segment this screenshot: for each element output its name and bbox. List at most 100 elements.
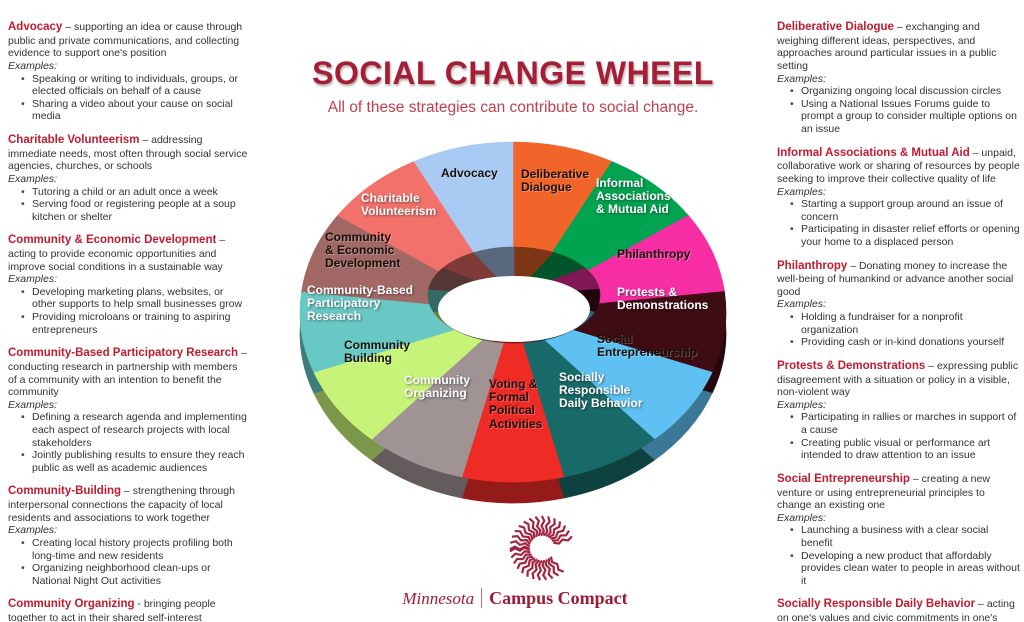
example-item: Holding a fundraiser for a nonprofit org… bbox=[788, 311, 1022, 336]
strategy-section: Charitable Volunteerism – addressing imm… bbox=[8, 134, 248, 223]
strategy-section: Community-Based Participatory Research –… bbox=[8, 347, 248, 474]
example-item: Speaking or writing to individuals, grou… bbox=[19, 73, 248, 98]
starburst-ray bbox=[521, 557, 536, 574]
examples-list: Organizing ongoing local discussion circ… bbox=[777, 85, 1022, 135]
section-description: – addressing immediate needs, most often… bbox=[8, 133, 248, 173]
starburst-ray bbox=[542, 516, 551, 537]
section-title: Community Organizing bbox=[8, 598, 135, 611]
examples-list: Speaking or writing to individuals, grou… bbox=[8, 73, 248, 123]
section-description: – exchanging and weighing different idea… bbox=[777, 21, 997, 72]
strategy-section: Philanthropy – Donating money to increas… bbox=[777, 260, 1022, 349]
right-strategies-column: Deliberative Dialogue – exchanging and w… bbox=[777, 21, 1022, 622]
page-title: SOCIAL CHANGE WHEEL bbox=[312, 55, 714, 92]
starburst-ray bbox=[512, 553, 532, 565]
examples-label: Examples: bbox=[8, 273, 58, 286]
section-title: Charitable Volunteerism bbox=[8, 133, 140, 146]
examples-list: Holding a fundraiser for a nonprofit org… bbox=[777, 311, 1022, 349]
starburst-ray bbox=[540, 515, 546, 537]
starburst-ray bbox=[544, 559, 554, 580]
section-title: Informal Associations & Mutual Aid bbox=[777, 146, 970, 159]
example-item: Participating in rallies or marches in s… bbox=[788, 411, 1022, 436]
starburst-ray bbox=[510, 550, 531, 559]
starburst-ray bbox=[528, 517, 539, 538]
section-description: – conducting research in partnership wit… bbox=[8, 347, 247, 399]
starburst-ray bbox=[531, 559, 541, 580]
wheel-segment bbox=[313, 311, 514, 440]
wheel-segment bbox=[512, 311, 655, 478]
examples-label: Examples: bbox=[777, 185, 827, 198]
section-title: Deliberative Dialogue bbox=[777, 21, 894, 33]
strategy-section: Community-Building – strengthening throu… bbox=[8, 485, 248, 587]
wheel-segment-label: Protests &Demonstrations bbox=[617, 285, 709, 313]
section-title: Socially Responsible Daily Behavior bbox=[777, 598, 976, 611]
section-title: Community-Based Participatory Research bbox=[8, 347, 239, 360]
starburst-ray bbox=[523, 520, 536, 539]
strategy-section: Protests & Demonstrations – expressing p… bbox=[777, 360, 1022, 462]
example-item: Organizing ongoing local discussion circ… bbox=[788, 85, 1022, 98]
examples-label: Examples: bbox=[8, 59, 58, 72]
strategy-section: Advocacy – supporting an idea or cause t… bbox=[8, 21, 248, 123]
starburst-ray bbox=[526, 558, 538, 577]
example-item: Creating public visual or performance ar… bbox=[788, 437, 1022, 462]
example-item: Providing cash or in-kind donations your… bbox=[788, 336, 1022, 349]
section-title: Community & Economic Development bbox=[8, 234, 217, 247]
wheel-segment-label: Advocacy bbox=[441, 166, 498, 180]
starburst-ray bbox=[518, 524, 534, 541]
strategy-section: Community & Economic Development – actin… bbox=[8, 234, 248, 336]
strategy-section: Informal Associations & Mutual Aid – unp… bbox=[777, 147, 1022, 249]
campus-compact-starburst-icon bbox=[509, 515, 573, 581]
starburst-ray bbox=[511, 534, 531, 546]
starburst-ray bbox=[534, 515, 542, 537]
examples-label: Examples: bbox=[777, 298, 827, 311]
wheel-segment bbox=[512, 311, 713, 440]
section-description: – strengthening through interpersonal co… bbox=[8, 485, 235, 524]
example-item: Providing microloans or training to aspi… bbox=[19, 311, 248, 336]
example-item: Participating in disaster relief efforts… bbox=[788, 223, 1022, 248]
starburst-ray bbox=[551, 529, 570, 542]
starburst-ray bbox=[516, 555, 534, 570]
examples-list: Tutoring a child or an adult once a week… bbox=[8, 186, 248, 224]
logo-divider bbox=[481, 588, 483, 608]
starburst-ray bbox=[545, 518, 556, 538]
strategy-section: Deliberative Dialogue – exchanging and w… bbox=[777, 21, 1022, 136]
section-description: – Donating money to increase the well-be… bbox=[777, 259, 1014, 298]
example-item: Using a National Issues Forums guide to … bbox=[788, 98, 1022, 136]
examples-list: Creating local history projects profilin… bbox=[8, 537, 248, 587]
wheel-segment-label: Philanthropy bbox=[617, 247, 691, 261]
wheel-center-hole bbox=[438, 276, 590, 342]
left-strategies-column: Advocacy – supporting an idea or cause t… bbox=[8, 21, 248, 622]
starburst-ray bbox=[547, 558, 560, 577]
example-item: Sharing a video about your cause on soci… bbox=[19, 98, 248, 123]
examples-label: Examples: bbox=[8, 398, 58, 411]
starburst-ray bbox=[549, 556, 565, 573]
examples-list: Launching a business with a clear social… bbox=[777, 524, 1022, 587]
section-description: – expressing public disagreement with a … bbox=[777, 359, 1019, 399]
section-description: – acting to provide economic opportuniti… bbox=[8, 234, 226, 273]
strategy-section: Community Organizing - bringing people t… bbox=[8, 598, 248, 622]
starburst-ray bbox=[547, 521, 562, 539]
starburst-ray bbox=[553, 535, 573, 545]
strategy-section: Socially Responsible Daily Behavior – ac… bbox=[777, 598, 1022, 622]
logo-region-label: Minnesota bbox=[402, 589, 475, 608]
examples-list: Starting a support group around an issue… bbox=[777, 198, 1022, 248]
example-item: Launching a business with a clear social… bbox=[788, 524, 1022, 549]
example-item: Organizing neighborhood clean-ups or Nat… bbox=[19, 562, 248, 587]
example-item: Jointly publishing results to ensure the… bbox=[19, 449, 248, 474]
wheel-segment bbox=[371, 311, 514, 478]
section-description: – unpaid, collaborative work or sharing … bbox=[777, 146, 1020, 185]
section-description: – supporting an idea or cause through pu… bbox=[8, 21, 243, 60]
starburst-ray bbox=[509, 546, 531, 553]
examples-label: Examples: bbox=[8, 172, 58, 185]
section-title: Social Entrepreneurship bbox=[777, 472, 910, 485]
